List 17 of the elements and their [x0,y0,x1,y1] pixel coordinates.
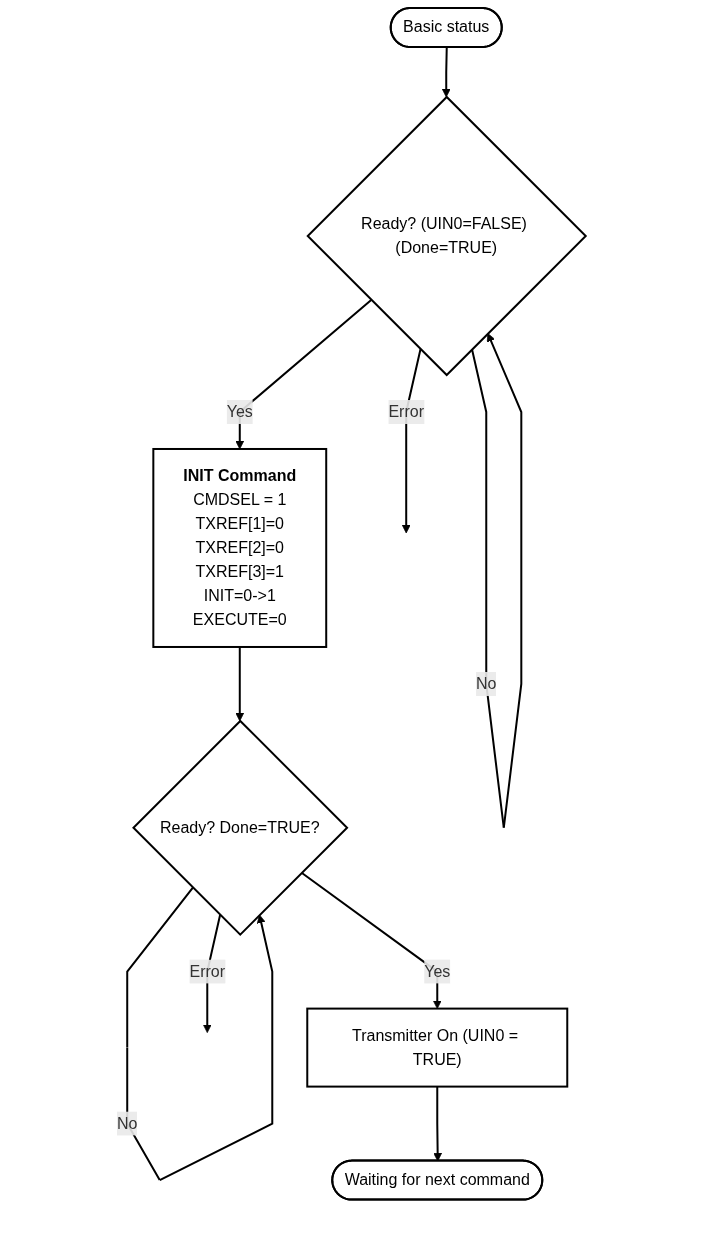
edge-label: No [116,1114,138,1132]
edge-label: No [475,674,497,692]
arrow [235,298,372,450]
edge-label: Yes [423,962,450,980]
arrow [432,1085,442,1162]
edge-label: Error [388,402,424,420]
edge-label: Error [189,962,225,980]
arrow [441,46,451,98]
node-diamond: Ready? Done=TRUE? [131,719,349,936]
edge-label: Yes [226,402,253,420]
node-box: INIT Command CMDSEL = 1 TXREF[1]=0 TXREF[2]=0 TXREF[3]=1 INIT=0->1 EXECUTE=0 [151,448,327,648]
node-box: Transmitter On (UIN0 = TRUE) [305,1007,568,1088]
node-diamond: Ready? (UIN0=FALSE) (Done=TRUE) [305,95,587,377]
arrow [470,333,522,829]
arrow [235,645,244,722]
arrow [125,886,273,1182]
arrow [401,348,422,534]
